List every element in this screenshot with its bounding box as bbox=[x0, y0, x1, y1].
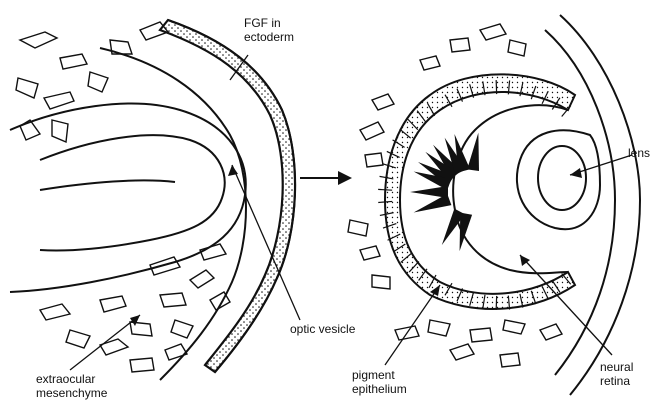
neural-retina-label-line2: retina bbox=[600, 374, 630, 388]
ectoderm-outer-line bbox=[168, 20, 295, 372]
extraocular-label-line1: extraocular bbox=[36, 372, 95, 386]
pigment-leader bbox=[385, 285, 440, 365]
lens-outer bbox=[517, 130, 600, 229]
fgf-signal-spike bbox=[410, 186, 448, 198]
right-panel-optic-cup-stage bbox=[378, 15, 640, 395]
lens-label: lens bbox=[628, 146, 650, 160]
neural-retina-inner bbox=[453, 105, 568, 273]
surface-ectoderm-band bbox=[160, 20, 295, 372]
left-panel-optic-vesicle-stage bbox=[10, 20, 295, 380]
right-arrow-icon bbox=[300, 171, 352, 185]
optic-vesicle-label: optic vesicle bbox=[290, 322, 355, 336]
right-leader-lines bbox=[385, 155, 632, 365]
fgf-label-line1: FGF in bbox=[244, 16, 281, 30]
extraocular-leader bbox=[70, 315, 140, 370]
fgf-label-line2: ectoderm bbox=[244, 30, 294, 44]
optic-vesicle-outer bbox=[10, 104, 246, 292]
pigment-epithelium-label-line1: pigment bbox=[352, 368, 395, 382]
optic-stalk-lumen bbox=[40, 180, 175, 190]
right-ectoderm-outer bbox=[560, 15, 640, 395]
neural-retina-leader bbox=[520, 255, 612, 355]
extraocular-label-line2: mesenchyme bbox=[36, 386, 107, 400]
right-ectoderm-inner bbox=[545, 30, 615, 375]
lens-arrowhead bbox=[570, 168, 582, 178]
right-mesenchyme-cells bbox=[348, 24, 562, 367]
lens-inner bbox=[538, 146, 586, 210]
pigment-cell-divider bbox=[378, 189, 392, 190]
pigment-epithelium-label-line2: epithelium bbox=[352, 382, 407, 396]
neural-retina-label-line1: neural bbox=[600, 360, 633, 374]
optic-vesicle-inner bbox=[40, 135, 225, 250]
fgf-signal-spikes bbox=[410, 133, 479, 252]
extraocular-mesenchyme-cells bbox=[16, 22, 230, 372]
extraocular-arrowhead bbox=[130, 315, 140, 326]
head-outline bbox=[100, 48, 246, 380]
